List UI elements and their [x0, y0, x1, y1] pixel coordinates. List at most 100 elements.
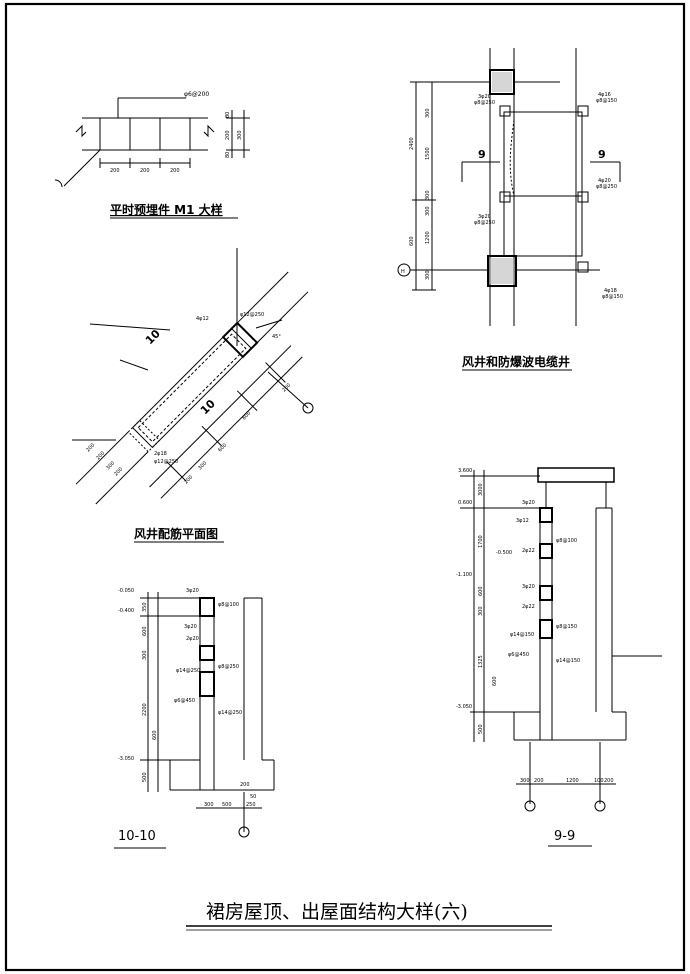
- section-10-dim-bottom-1: 300: [204, 802, 214, 808]
- section-10: [140, 592, 275, 838]
- section-9-callout-6: 2φ22: [522, 604, 535, 610]
- cable-shaft-dim-inner-5: 1200: [425, 231, 431, 244]
- shaft-plan-dim-1: 200: [95, 450, 106, 461]
- section-9-level-3: -0.500: [496, 550, 512, 556]
- section-10-dim-bottom-4: 200: [240, 782, 250, 788]
- section-9-dim-left-7: 500: [478, 724, 484, 734]
- cable-shaft-dim-left-1: 2400: [409, 137, 415, 150]
- cable-shaft-callout-r5: 4φ18: [604, 288, 617, 294]
- section-10-callout-7: φ14@250: [218, 710, 242, 716]
- section-10-callout-6: φ14@250: [176, 668, 200, 674]
- section-9-callout-4: 2φ22: [522, 548, 535, 554]
- shaft-plan-callout-top: φ12@250: [240, 312, 264, 318]
- section-9-callout-9: φ6@450: [508, 652, 529, 658]
- section-10-callout-1: 3φ20: [186, 588, 199, 594]
- shaft-plan-dim-6: 300: [197, 460, 208, 471]
- m1-dim-right-3: 80: [225, 152, 231, 158]
- shaft-plan-dim-5: 600: [217, 442, 228, 453]
- section-9-callout-1: 3φ20: [522, 500, 535, 506]
- section-10-level-2: -0.400: [118, 608, 134, 614]
- cable-shaft-section-mark-right: 9: [598, 148, 606, 161]
- m1-dim-right-4: 300: [237, 130, 243, 140]
- cable-shaft-callout-r6: φ8@150: [602, 294, 623, 300]
- section-10-callout-3: φ8@100: [218, 602, 239, 608]
- section-9-dim-left-4: 300: [478, 606, 484, 616]
- shaft-plan-dim-2: 300: [105, 460, 116, 471]
- m1-dim-1: 200: [110, 168, 120, 174]
- shaft-plan-title: 风井配筋平面图: [134, 526, 218, 541]
- shaft-plan-dim-9: 200: [85, 442, 96, 453]
- cable-shaft-dim-inner-4: 300: [425, 206, 431, 216]
- section-10-callout-8: φ6@450: [174, 698, 195, 704]
- cable-shaft-hatch-bottom: [490, 258, 514, 284]
- cable-shaft-axis-label: H: [401, 269, 405, 275]
- detail-m1: [54, 97, 250, 188]
- m1-callout: φ6@200: [184, 91, 209, 98]
- section-9: [460, 467, 662, 812]
- cable-shaft-hatch-top: [492, 72, 512, 92]
- cable-shaft-callout-l2: φ8@250: [474, 100, 495, 106]
- cable-shaft-dim-inner-6: 300: [425, 270, 431, 280]
- section-9-callout-2: 3φ12: [516, 518, 529, 524]
- section-10-dim-left-3: 300: [142, 650, 148, 660]
- section-10-callout-2: 3φ20: [184, 624, 197, 630]
- shaft-plan-dim-3: 800: [241, 410, 252, 421]
- section-9-level-5: -3.050: [456, 704, 472, 710]
- cable-shaft-dim-inner-2: 1500: [425, 147, 431, 160]
- cable-shaft-title: 风井和防爆波电缆井: [462, 354, 570, 369]
- m1-dim-right-1: 80: [225, 112, 231, 118]
- section-9-label: 9-9: [554, 829, 575, 844]
- m1-title: 平时预埋件 M1 大样: [110, 202, 223, 217]
- cable-shaft-dim-inner-1: 300: [425, 108, 431, 118]
- sheet-border: [4, 2, 686, 972]
- cable-shaft-callout-r3: 4φ20: [598, 178, 611, 184]
- m1-dim-right-2: 200: [225, 130, 231, 140]
- shaft-plan-angle: 45°: [272, 334, 281, 340]
- section-9-dim-bottom-3: 1200: [566, 778, 579, 784]
- shaft-plan-dim-8: 200: [113, 466, 124, 477]
- section-9-dim-left-2: 1700: [478, 535, 484, 548]
- cable-shaft-callout-r1: 4φ16: [598, 92, 611, 98]
- shaft-plan-section-mark-mid: 10: [198, 397, 218, 417]
- section-10-dim-bottom-5: 50: [250, 794, 256, 800]
- section-9-dim-left-3: 600: [478, 586, 484, 596]
- cable-shaft-callout-r4: φ8@250: [596, 184, 617, 190]
- cable-shaft-callout-l1: 3φ20: [478, 94, 491, 100]
- cable-shaft-section-mark-left: 9: [478, 148, 486, 161]
- shaft-plan-callout-bottom1: 2φ18: [154, 451, 167, 457]
- section-9-dim-bottom-4: 100: [594, 778, 604, 784]
- section-9-dim-bottom-5: 200: [604, 778, 614, 784]
- cable-shaft-callout-l4: φ8@250: [474, 220, 495, 226]
- cable-shaft-plan: [397, 48, 621, 326]
- section-9-dim-left-5: 1325: [478, 655, 484, 668]
- section-10-level-1: -0.050: [118, 588, 134, 594]
- section-10-dim-left-2: 600: [142, 626, 148, 636]
- cable-shaft-callout-l3: 3φ20: [478, 214, 491, 220]
- section-10-dim-bottom-3: 250: [246, 802, 256, 808]
- shaft-plan: [72, 248, 314, 505]
- section-10-dim-left-5: 600: [152, 730, 158, 740]
- section-9-dim-left-1: 3000: [478, 483, 484, 496]
- shaft-plan-section-mark-top: 10: [143, 327, 163, 347]
- section-10-label: 10-10: [118, 829, 156, 844]
- shaft-plan-dim-7: 200: [183, 474, 194, 485]
- section-10-dim-bottom-2: 500: [222, 802, 232, 808]
- cable-shaft-dim-inner-3: 300: [425, 190, 431, 200]
- section-10-dim-left-6: 500: [142, 772, 148, 782]
- section-9-callout-5: 3φ20: [522, 584, 535, 590]
- shaft-plan-dim-4: 200: [281, 382, 292, 393]
- section-9-callout-7: φ8@150: [556, 624, 577, 630]
- m1-dim-3: 200: [170, 168, 180, 174]
- section-9-callout-10: φ14@150: [556, 658, 580, 664]
- shaft-plan-callout-top2: 4φ12: [196, 316, 209, 322]
- section-10-callout-5: φ8@250: [218, 664, 239, 670]
- section-10-dim-left-4: 2200: [142, 703, 148, 716]
- section-10-callout-4: 2φ20: [186, 636, 199, 642]
- section-9-level-4: -1.100: [456, 572, 472, 578]
- sheet-title: 裙房屋顶、出屋面结构大样(六): [206, 901, 468, 923]
- section-9-dim-bottom-1: 300: [520, 778, 530, 784]
- section-10-level-3: -3.050: [118, 756, 134, 762]
- section-9-level-1: 3.600: [458, 468, 472, 474]
- m1-dim-2: 200: [140, 168, 150, 174]
